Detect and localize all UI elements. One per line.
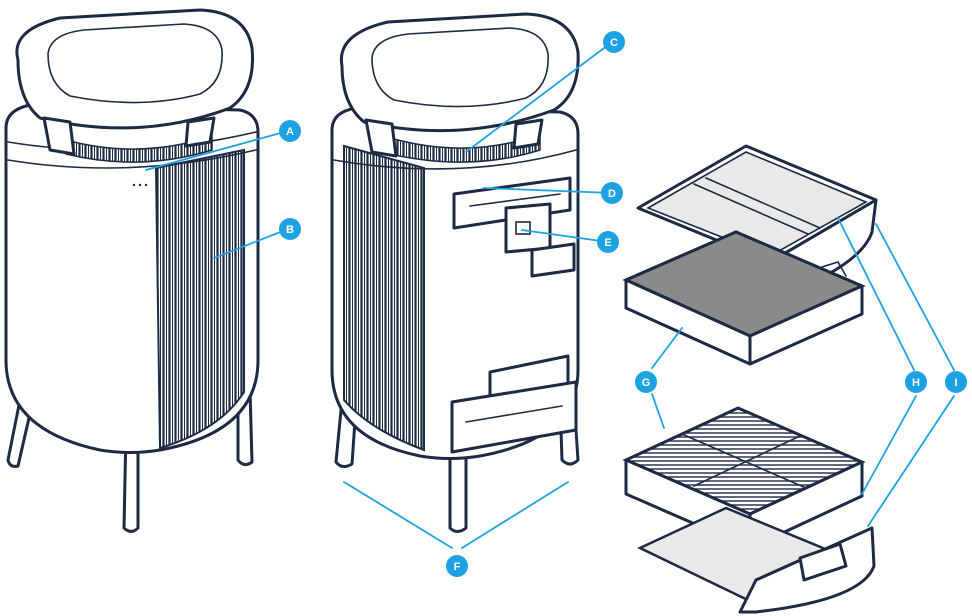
filter-stack-exploded xyxy=(622,144,878,614)
callout-g-label: G xyxy=(642,377,651,389)
callout-e: E xyxy=(597,231,619,253)
callout-d-label: D xyxy=(608,188,616,200)
callout-e-label: E xyxy=(604,237,611,249)
callout-h: H xyxy=(905,371,927,393)
leader-lines xyxy=(145,41,955,549)
purifier-front-view xyxy=(4,8,260,533)
callout-d: D xyxy=(601,182,623,204)
callout-g: G xyxy=(635,371,657,393)
callout-f-label: F xyxy=(454,561,461,573)
bottom-filter-tray xyxy=(637,506,876,614)
purifier-rear-view xyxy=(330,12,580,533)
callout-b: B xyxy=(279,218,301,240)
callout-i-label: I xyxy=(954,377,957,389)
callout-b-label: B xyxy=(286,224,294,236)
callout-c-label: C xyxy=(610,37,618,49)
callout-i: I xyxy=(945,371,967,393)
callout-a: A xyxy=(279,120,301,142)
callout-h-label: H xyxy=(912,377,920,389)
callout-a-label: A xyxy=(286,126,294,138)
callout-c: C xyxy=(603,31,625,53)
carbon-filter xyxy=(622,230,866,366)
callout-f: F xyxy=(446,555,468,577)
